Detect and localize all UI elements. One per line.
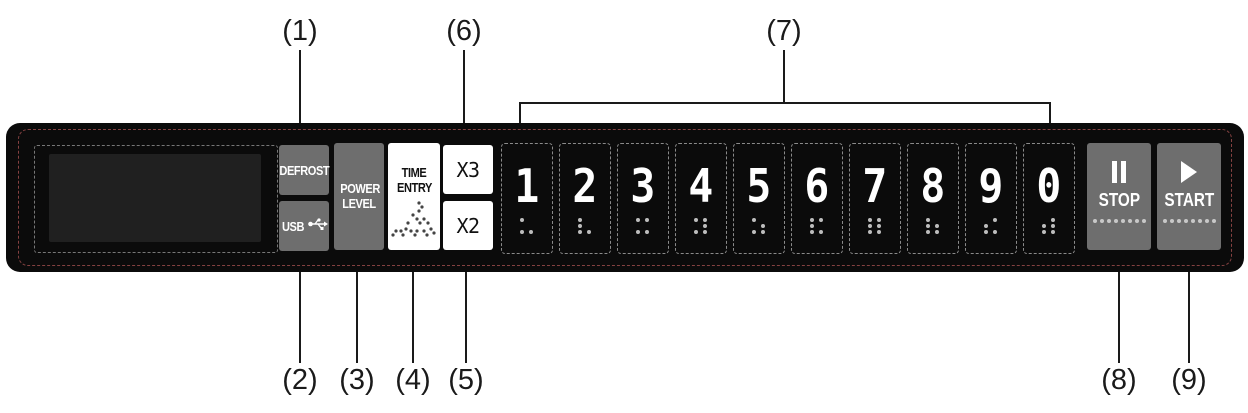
- digit-braille: [577, 218, 593, 234]
- play-icon: [1180, 161, 1198, 188]
- digit-key-2[interactable]: 2: [559, 143, 611, 254]
- digit-label: 9: [978, 159, 1004, 213]
- callout-9: (9): [1171, 364, 1207, 396]
- digit-braille: [1041, 218, 1057, 234]
- power-level-button[interactable]: POWER LEVEL: [334, 143, 384, 250]
- x2-button[interactable]: X2: [443, 201, 493, 250]
- digit-key-1[interactable]: 1: [501, 143, 553, 254]
- digit-key-5[interactable]: 5: [733, 143, 785, 254]
- digit-braille: [867, 218, 883, 234]
- leader-line-1: [299, 50, 301, 150]
- panel-stitching: [18, 129, 1232, 266]
- digit-label: 4: [688, 159, 714, 213]
- callout-3: (3): [339, 364, 375, 396]
- display-screen: [49, 154, 261, 242]
- usb-icon: [308, 217, 328, 235]
- digit-braille: [693, 218, 709, 234]
- digit-label: 6: [804, 159, 830, 213]
- callout-5: (5): [448, 364, 484, 396]
- digit-label: 7: [862, 159, 888, 213]
- defrost-button[interactable]: DEFROST: [279, 145, 329, 195]
- leader-line-6: [463, 50, 465, 150]
- digit-key-7[interactable]: 7: [849, 143, 901, 254]
- usb-button[interactable]: USB: [279, 201, 329, 251]
- stop-label: STOP: [1098, 190, 1140, 210]
- digit-label: 1: [514, 159, 540, 213]
- time-entry-label: TIME ENTRY: [397, 165, 432, 195]
- stop-button[interactable]: STOP: [1087, 143, 1151, 250]
- digit-braille: [519, 218, 535, 234]
- callout-1: (1): [282, 15, 318, 47]
- start-button[interactable]: START: [1157, 143, 1221, 250]
- leader-line-7-right: [1049, 102, 1051, 132]
- pause-icon: [1111, 161, 1127, 188]
- leader-line-2: [299, 245, 301, 363]
- leader-line-4: [412, 245, 414, 363]
- leader-line-5: [465, 245, 467, 363]
- usb-label: USB: [281, 218, 305, 234]
- digit-key-0[interactable]: 0: [1023, 143, 1075, 254]
- time-entry-button[interactable]: TIME ENTRY: [388, 143, 440, 250]
- callout-4: (4): [395, 364, 431, 396]
- control-panel: DEFROST USB POWER LEVEL TIME ENTRY: [6, 123, 1244, 272]
- digit-braille: [635, 218, 651, 234]
- digit-braille: [925, 218, 941, 234]
- leader-line-8: [1118, 245, 1120, 363]
- digit-label: 0: [1036, 159, 1062, 213]
- defrost-label: DEFROST: [279, 162, 329, 178]
- digit-label: 8: [920, 159, 946, 213]
- leader-line-7-bar: [519, 102, 1051, 104]
- digit-label: 2: [572, 159, 598, 213]
- digit-key-4[interactable]: 4: [675, 143, 727, 254]
- stop-braille: [1092, 219, 1146, 223]
- start-braille: [1162, 219, 1216, 223]
- digit-key-8[interactable]: 8: [907, 143, 959, 254]
- digit-key-9[interactable]: 9: [965, 143, 1017, 254]
- time-entry-braille: [391, 199, 437, 248]
- display-frame: [34, 145, 278, 253]
- digit-braille: [983, 218, 999, 234]
- digit-key-3[interactable]: 3: [617, 143, 669, 254]
- digit-braille: [809, 218, 825, 234]
- callout-6: (6): [446, 15, 482, 47]
- leader-line-7-left: [519, 102, 521, 132]
- power-level-label: POWER LEVEL: [340, 181, 380, 211]
- x2-label: X2: [456, 213, 480, 238]
- start-label: START: [1164, 190, 1214, 210]
- x3-button[interactable]: X3: [443, 145, 493, 194]
- callout-2: (2): [282, 364, 318, 396]
- leader-line-9: [1188, 245, 1190, 363]
- leader-line-7-stem: [783, 50, 785, 103]
- leader-line-3: [356, 245, 358, 363]
- digit-braille: [751, 218, 767, 234]
- x3-label: X3: [456, 157, 480, 182]
- digit-label: 5: [746, 159, 772, 213]
- digit-key-6[interactable]: 6: [791, 143, 843, 254]
- callout-8: (8): [1101, 364, 1137, 396]
- digit-label: 3: [630, 159, 656, 213]
- callout-7: (7): [766, 15, 802, 47]
